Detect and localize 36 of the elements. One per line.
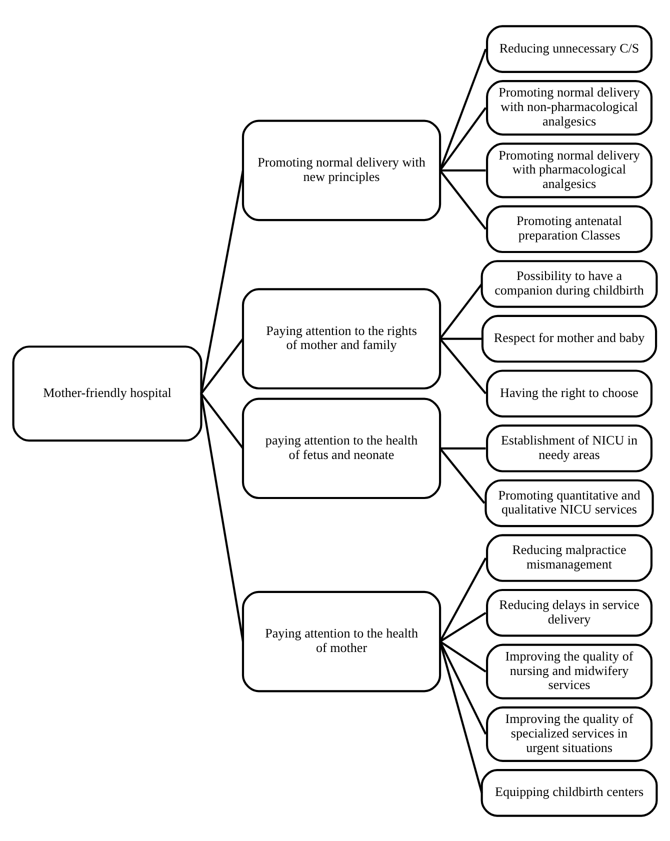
node-box: Establishment of NICU in needy areas xyxy=(486,424,653,472)
node-box: Reducing malpractice mismanagement xyxy=(486,534,653,582)
connector xyxy=(440,611,486,642)
node-box: Equipping childbirth centers xyxy=(480,768,658,816)
node-box: Promoting antenatal preparation Classes xyxy=(486,204,653,253)
connector xyxy=(439,447,486,504)
node-box: Reducing unnecessary C/S xyxy=(486,24,653,72)
node-box: Possibility to have a companion during childbirth xyxy=(480,260,658,308)
node-box: Paying attention to the health of mother xyxy=(242,590,442,692)
node-box: Respect for mother and baby xyxy=(481,314,658,362)
node-box: paying attention to the health of fetus and neonate xyxy=(242,397,442,499)
node-box: Promoting normal delivery with non-pharmacological analgesics xyxy=(486,80,653,136)
node-box: Reducing delays in service delivery xyxy=(486,588,653,636)
connector xyxy=(439,282,483,339)
connector xyxy=(440,337,482,340)
connector xyxy=(439,48,487,170)
node-box: Improving the quality of specialized services in urgent situations xyxy=(486,706,653,762)
connector xyxy=(439,640,486,672)
connector xyxy=(440,168,486,171)
node-box: Improving the quality of nursing and midwifery services xyxy=(486,643,653,699)
node-box: Having the right to choose xyxy=(486,369,653,417)
node-box: Paying attention to the rights of mother and family xyxy=(242,288,442,389)
connector xyxy=(439,106,487,171)
connector xyxy=(439,557,487,642)
connector xyxy=(200,392,244,449)
connector xyxy=(200,338,244,394)
node-box: Promoting normal delivery with pharmacological analgesics xyxy=(486,142,653,198)
connector xyxy=(200,392,244,642)
connector xyxy=(439,169,487,230)
connector xyxy=(439,338,487,394)
connector xyxy=(439,640,487,734)
node-box: Promoting normal delivery with new principles xyxy=(242,119,442,221)
node-box: Promoting quantitative and qualitative NICU services xyxy=(484,478,654,527)
connector xyxy=(440,446,486,449)
node-box: Mother-friendly hospital xyxy=(12,345,202,442)
connector xyxy=(200,170,244,394)
